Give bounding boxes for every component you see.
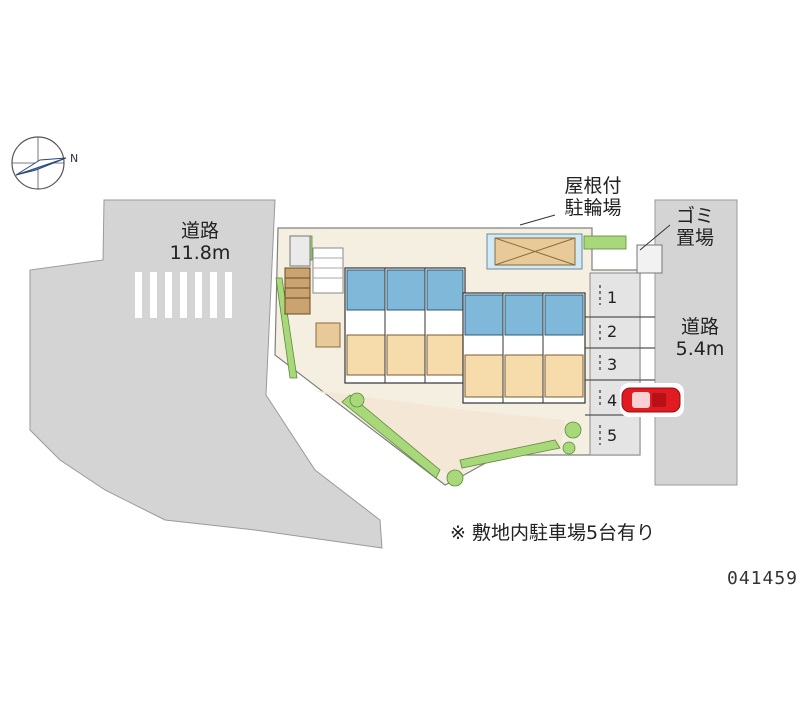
east-road	[654, 199, 738, 486]
compass-icon	[11, 136, 67, 190]
east-road-width: 5.4m	[675, 338, 725, 360]
west-road-label: 道路 11.8m	[160, 220, 240, 264]
west-road	[29, 199, 383, 549]
parking-area	[589, 272, 641, 456]
garbage-line2: 置場	[675, 227, 714, 249]
west-road-name: 道路	[180, 220, 219, 242]
bike-parking-label: 屋根付 駐輪場	[553, 175, 633, 219]
parking-note: ※ 敷地内駐車場5台有り	[450, 522, 656, 544]
bike-parking-line2: 駐輪場	[564, 197, 622, 219]
west-road-width: 11.8m	[169, 242, 231, 264]
parking-slot-3: 3	[607, 355, 618, 374]
parking-slot-4: 4	[607, 391, 618, 410]
crosswalk	[135, 272, 232, 318]
compass-north-label: N	[70, 152, 79, 165]
garbage-line1: ゴミ	[675, 205, 714, 227]
building-north	[344, 267, 466, 384]
parking-slot-1: 1	[607, 288, 618, 307]
property-code: 041459	[727, 568, 799, 589]
building-south	[462, 292, 586, 404]
east-road-label: 道路 5.4m	[665, 316, 735, 360]
bike-parking-line1: 屋根付	[564, 175, 622, 197]
garbage-label: ゴミ 置場	[665, 205, 725, 249]
car-icon	[620, 383, 684, 417]
parking-slot-2: 2	[607, 322, 618, 341]
east-road-name: 道路	[680, 316, 719, 338]
parking-slot-5: 5	[607, 426, 618, 445]
